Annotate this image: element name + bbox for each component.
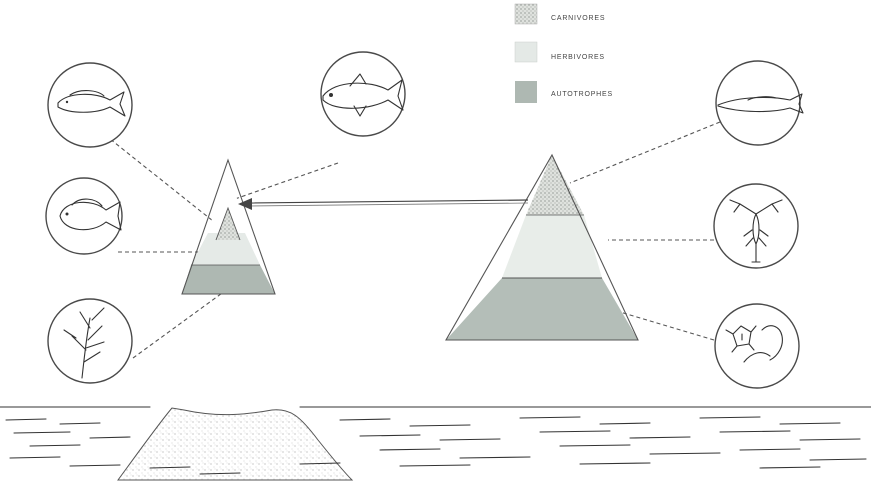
fish-icon xyxy=(48,63,132,147)
legend-item-herbivores: HERBIVORES xyxy=(515,42,605,62)
large-pyramid-herbivores-layer xyxy=(502,215,602,278)
legend-label-autotrophes: AUTOTROPHES xyxy=(551,91,613,98)
transfer-arrow xyxy=(238,198,528,210)
barracuda-icon xyxy=(716,61,803,145)
large-pyramid xyxy=(446,155,638,340)
legend-swatch-carnivores xyxy=(515,4,537,24)
tuna-icon xyxy=(321,52,405,136)
small-pyramid-autotrophes-layer xyxy=(182,265,275,294)
legend-label-herbivores: HERBIVORES xyxy=(551,54,605,61)
legend-label-carnivores: CARNIVORES xyxy=(551,15,605,22)
seaweed-icon xyxy=(48,299,132,383)
legend-item-autotrophes: AUTOTROPHES xyxy=(515,81,613,103)
legend: CARNIVORES HERBIVORES AUTOTROPHES xyxy=(515,4,613,103)
large-pyramid-autotrophes-layer xyxy=(446,278,638,340)
legend-item-carnivores: CARNIVORES xyxy=(515,4,605,24)
zooplankton-icon xyxy=(714,184,798,268)
legend-swatch-autotrophes xyxy=(515,81,537,103)
legend-swatch-herbivores xyxy=(515,42,537,62)
island xyxy=(118,408,352,480)
sea-and-island xyxy=(0,407,871,480)
damselfish-icon xyxy=(46,178,122,254)
phytoplankton-icon xyxy=(715,304,799,388)
small-pyramid xyxy=(182,160,275,294)
